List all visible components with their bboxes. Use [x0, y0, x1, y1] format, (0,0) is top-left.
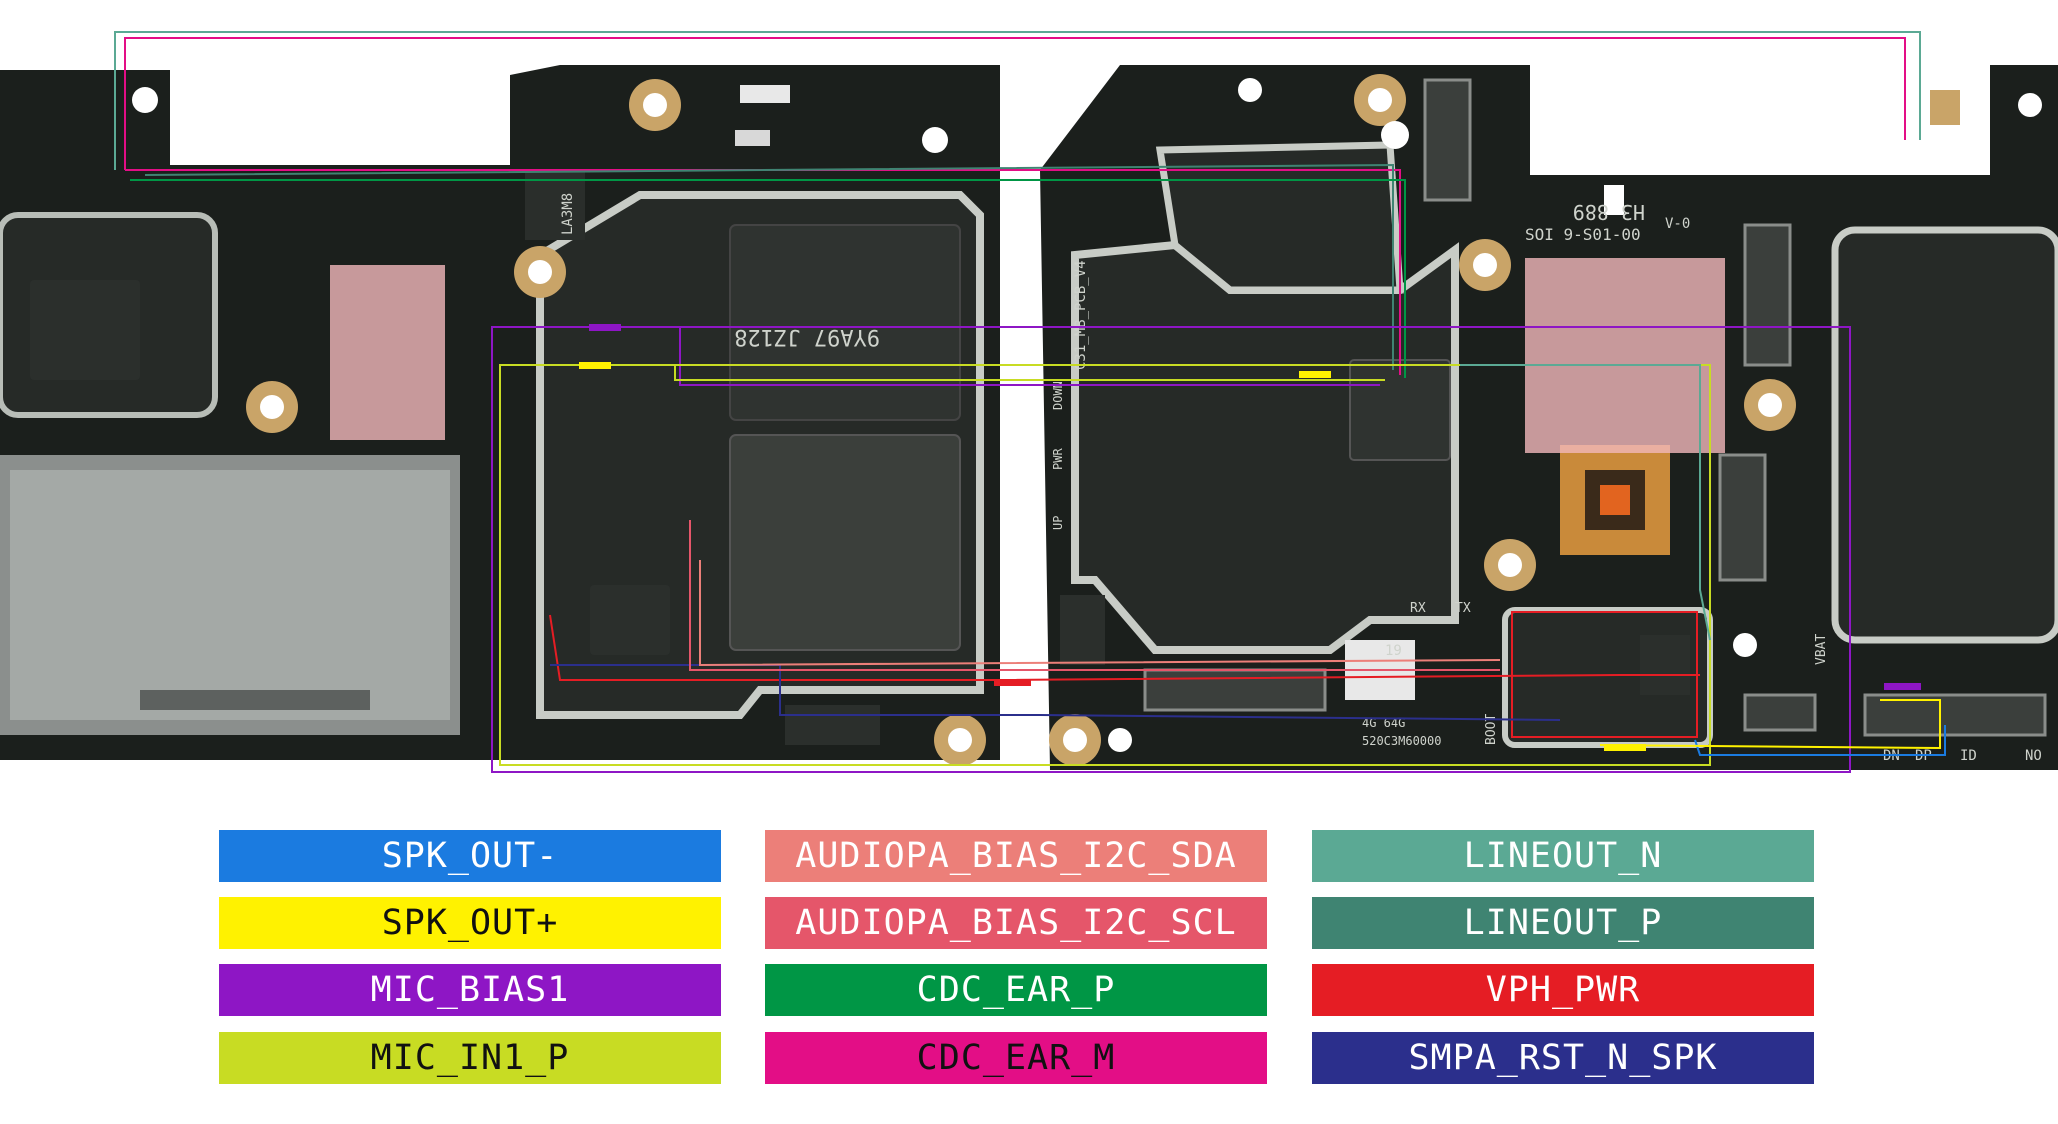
trace-cdc-ear-m-2	[125, 169, 1401, 375]
serial-label: 520C3M60000	[1362, 734, 1441, 748]
tx-label: TX	[1455, 601, 1471, 616]
trace-cdc-ear-p	[130, 179, 1406, 378]
usb-pin-id: ID	[1960, 748, 1977, 764]
trace-mic-bias1	[491, 326, 1851, 773]
legend-label: LINEOUT_N	[1463, 836, 1663, 876]
trace-audiopa-sda	[699, 560, 1501, 667]
legend-label: VPH_PWR	[1485, 970, 1641, 1010]
rx-label: RX	[1410, 601, 1426, 616]
legend-vph-pwr: VPH_PWR	[1312, 964, 1814, 1016]
trace-highlight-f	[1604, 744, 1646, 751]
legend-cdc-ear-p: CDC_EAR_P	[765, 964, 1267, 1016]
trace-highlight-a	[1299, 371, 1331, 378]
legend-label: MIC_IN1_P	[370, 1038, 570, 1078]
legend-label: AUDIOPA_BIAS_I2C_SDA	[795, 836, 1237, 876]
trace-spk-out-plus	[1599, 699, 1941, 750]
trace-cdc-ear-m	[124, 37, 1906, 170]
memory-chip	[729, 224, 961, 421]
legend-label: CDC_EAR_P	[916, 970, 1116, 1010]
legend-label: SMPA_RST_N_SPK	[1408, 1038, 1718, 1078]
usb-pin-no: NO	[2025, 748, 2042, 764]
side-label-down: DOWN	[1051, 381, 1065, 410]
legend-lineout-n: LINEOUT_N	[1312, 830, 1814, 882]
legend-mic-bias1: MIC_BIAS1	[219, 964, 721, 1016]
trace-spk-out-minus	[1694, 725, 1946, 756]
trace-lineout-n-2	[1460, 364, 1711, 641]
signal-traces	[114, 31, 1946, 773]
trace-highlight-e	[1884, 683, 1921, 690]
board-num-label: 19	[1385, 643, 1402, 659]
legend-cdc-ear-m: CDC_EAR_M	[765, 1032, 1267, 1084]
trace-lineout-n	[114, 31, 1921, 170]
memory-label: 4G 64G	[1362, 716, 1405, 730]
legend-label: MIC_BIAS1	[370, 970, 570, 1010]
left-pcb	[0, 65, 1000, 766]
legend-lineout-p: LINEOUT_P	[1312, 897, 1814, 949]
legend-smpa-rst-n-spk: SMPA_RST_N_SPK	[1312, 1032, 1814, 1084]
pcb-board-image: C31_MB_PCB_V4 H3 889 SOI 9-S01-00 V-0 RX…	[0, 31, 2058, 773]
chip-marking-a: LA3M8	[560, 193, 576, 235]
side-label-pwr: PWR	[1051, 448, 1065, 470]
legend-mic-in1-p: MIC_IN1_P	[219, 1032, 721, 1084]
trace-highlight-b	[579, 362, 611, 369]
board-name-label: C31_MB_PCB_V4	[1073, 260, 1089, 370]
trace-audiopa-scl	[689, 520, 1500, 671]
right-pcb: C31_MB_PCB_V4 H3 889 SOI 9-S01-00 V-0 RX…	[1040, 65, 2058, 770]
trace-highlight-c	[589, 324, 621, 331]
legend-spk-out-plus: SPK_OUT+	[219, 897, 721, 949]
side-label-up: UP	[1051, 516, 1065, 530]
trace-highlight-d	[994, 679, 1031, 686]
legend-label: AUDIOPA_BIAS_I2C_SCL	[795, 903, 1237, 943]
legend-label: CDC_EAR_M	[916, 1038, 1116, 1078]
left-board-text: LA3M8 9YA97 JZ128	[560, 193, 880, 349]
trace-mic-in1-p	[499, 364, 1711, 766]
chip-marking-b: 9YA97 JZ128	[734, 324, 880, 349]
legend-label: LINEOUT_P	[1463, 903, 1663, 943]
vbat-label: VBAT	[1814, 634, 1829, 665]
legend-label: SPK_OUT+	[381, 903, 559, 943]
legend-spk-out-minus: SPK_OUT-	[219, 830, 721, 882]
marking-b-label: SOI 9-S01-00	[1525, 225, 1641, 244]
marking-a-label: H3 889	[1573, 200, 1645, 224]
legend-label: SPK_OUT-	[381, 836, 559, 876]
version-label: V-0	[1665, 216, 1690, 232]
legend-audiopa-bias-i2c-scl: AUDIOPA_BIAS_I2C_SCL	[765, 897, 1267, 949]
soc-chip	[729, 434, 961, 651]
legend-audiopa-bias-i2c-sda: AUDIOPA_BIAS_I2C_SDA	[765, 830, 1267, 882]
boot-label: BOOT	[1484, 714, 1499, 745]
trace-lineout-p	[144, 163, 1394, 370]
trace-mic-bias1-2	[590, 326, 1380, 386]
trace-vph-pwr-box	[1511, 611, 1698, 738]
